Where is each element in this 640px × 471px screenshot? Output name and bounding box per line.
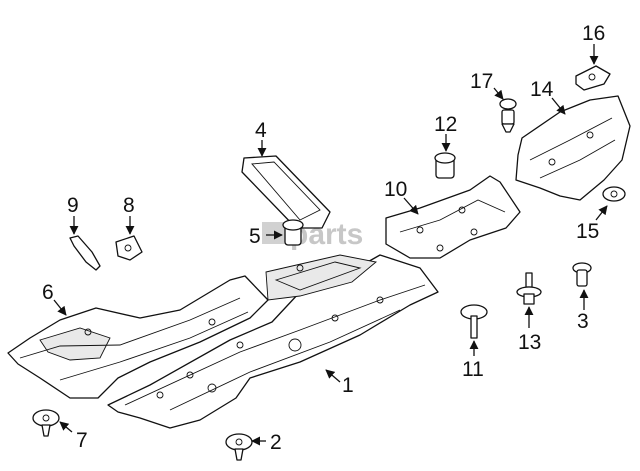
callout-13: 13 — [518, 331, 541, 354]
callout-8: 8 — [123, 194, 135, 217]
part-8-clip-nut — [115, 235, 143, 261]
callout-15: 15 — [576, 220, 599, 243]
callout-17: 17 — [470, 70, 493, 93]
part-11-push-pin — [460, 304, 488, 339]
leader-7 — [59, 421, 73, 433]
part-6-front-shield — [7, 275, 269, 399]
callout-labels: 1 2 3 4 5 6 7 8 9 10 11 12 13 14 15 16 1… — [42, 22, 605, 454]
callout-11: 11 — [462, 358, 484, 381]
callout-9: 9 — [67, 194, 79, 217]
part-15-push-clip — [602, 186, 626, 202]
part-13-bolt — [516, 272, 542, 305]
leader-10 — [403, 197, 419, 215]
callout-5: 5 — [249, 225, 261, 248]
callout-1: 1 — [342, 374, 354, 397]
leader-lines — [53, 44, 608, 446]
part-2-push-clip — [225, 433, 253, 461]
callout-3: 3 — [577, 310, 589, 333]
part-4-bracket — [241, 155, 331, 229]
part-3-push-rivet — [572, 262, 592, 287]
leader-6 — [53, 299, 67, 316]
leader-1 — [325, 369, 341, 383]
callout-12: 12 — [434, 113, 457, 136]
leader-15 — [595, 205, 608, 221]
part-5-grommet — [282, 219, 304, 246]
part-1-underbody-shield — [107, 254, 439, 429]
part-9-strap — [69, 235, 101, 271]
callout-7: 7 — [76, 429, 88, 452]
part-17-screw — [499, 98, 517, 133]
leader-17 — [493, 87, 504, 100]
part-7-push-clip — [32, 409, 60, 437]
callout-6: 6 — [42, 281, 54, 304]
callout-4: 4 — [255, 119, 267, 142]
part-16-clip-nut — [575, 65, 611, 91]
callout-2: 2 — [270, 431, 282, 454]
leader-14 — [551, 97, 566, 115]
part-10-center-shield — [385, 175, 521, 259]
callout-16: 16 — [582, 22, 605, 45]
callout-14: 14 — [530, 78, 554, 101]
callout-10: 10 — [384, 178, 407, 201]
part-14-rear-shield — [515, 95, 631, 201]
part-12-grommet — [434, 152, 456, 179]
